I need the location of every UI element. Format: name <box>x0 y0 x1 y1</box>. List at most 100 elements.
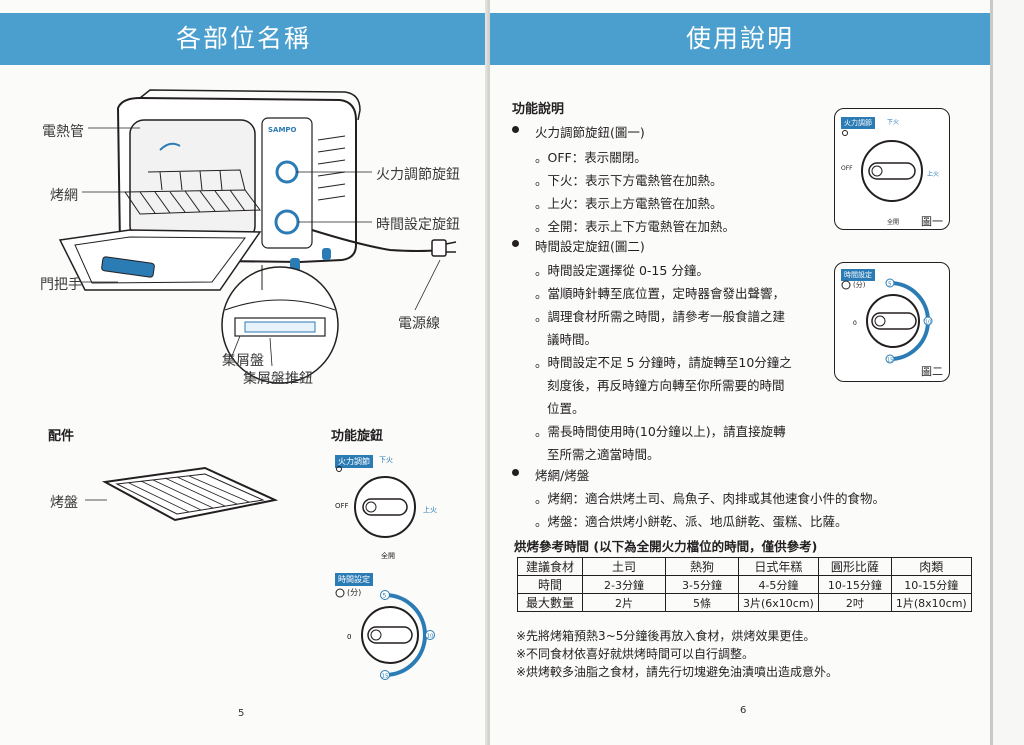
fire-knob-off-label: OFF <box>335 502 349 510</box>
label-timer-knob: 時間設定旋鈕 <box>376 217 460 233</box>
item-timer-end: 。當順時針轉至底位置，定時器會發出聲響， <box>535 286 786 301</box>
table-cell: 5條 <box>665 593 739 612</box>
fire-knob-figure-left: 火力調節 下火 OFF 上火 全開 <box>335 455 455 565</box>
table-header-cell: 日式年糕 <box>738 557 819 576</box>
figure-two-caption: 圖二 <box>921 365 943 378</box>
item-timer-short-cont1: 刻度後，再反時鐘方向轉至你所需要的時間 <box>547 378 785 393</box>
accessories-heading: 配件 <box>48 429 75 444</box>
timer-knob-dial: 0 5 10 15 <box>335 588 435 680</box>
fire-knob-lower-label: 下火 <box>379 456 393 464</box>
item-timer-short-cont2: 位置。 <box>547 401 585 416</box>
figure-two-box: 時間設定 (分) 0 5 10 15 圖二 <box>834 262 950 382</box>
book-gutter <box>485 0 493 745</box>
label-rack: 烤網 <box>50 188 78 204</box>
item-timer-recipe-cont: 議時間。 <box>547 332 598 347</box>
item-timer-range: 。時間設定選擇從 0-15 分鐘。 <box>535 263 709 278</box>
table-cell: 1片(8x10cm) <box>890 593 972 612</box>
table-row: 時間 2-3分鐘 3-5分鐘 4-5分鐘 10-15分鐘 10-15分鐘 <box>517 575 972 594</box>
figure-one-lower: 下火 <box>887 119 900 126</box>
table-header-cell: 土司 <box>582 557 666 576</box>
bullet-marker <box>512 469 519 476</box>
rack-grid <box>124 169 261 215</box>
timer-mark-5: 5 <box>383 593 387 600</box>
timer-knob-tag: 時間設定 <box>335 573 373 586</box>
item-timer-long-cont: 至所需之適當時間。 <box>547 447 660 462</box>
page-number-right: 6 <box>740 705 747 716</box>
figure-two-unit: (分) <box>853 281 866 289</box>
item-off: 。OFF：表示關閉。 <box>535 150 647 165</box>
right-page: 使用說明 功能說明 火力調節旋鈕(圖一) 。OFF：表示關閉。 。下火：表示下方… <box>490 0 990 745</box>
label-crumb-tray: 集屑盤 <box>222 353 264 369</box>
table-header-row: 建議食材 土司 熱狗 日式年糕 圓形比薩 肉類 <box>517 557 972 576</box>
fire-knob-full-label: 全開 <box>381 552 395 560</box>
figure-one-tag: 火力調節 <box>841 117 875 129</box>
item-timer-knob: 時間設定旋鈕(圖二) <box>535 239 645 254</box>
figure-one-box: 火力調節 下火 OFF 上火 全開 圖一 <box>834 108 950 230</box>
left-banner-title: 各部位名稱 <box>0 13 487 65</box>
fig2-mark-15: 15 <box>887 358 893 364</box>
timer-mark-0: 0 <box>347 633 351 641</box>
item-timer-long: 。需長時間使用時(10分鐘以上)，請直接旋轉 <box>535 424 786 439</box>
note-adjust: ※不同食材依喜好就烘烤時間可以自行調整。 <box>516 647 755 661</box>
item-timer-recipe: 。調理食材所需之時間，請參考一般食譜之建 <box>535 309 786 324</box>
table-header-cell: 建議食材 <box>517 557 583 576</box>
table-cell: 時間 <box>517 575 583 594</box>
table-header-cell: 熱狗 <box>665 557 739 576</box>
item-lower: 。下火：表示下方電熱管在加熱。 <box>535 173 723 188</box>
table-cell: 2片 <box>582 593 666 612</box>
section-title: 功能說明 <box>512 102 565 117</box>
baking-reference-table: 建議食材 土司 熱狗 日式年糕 圓形比薩 肉類 時間 2-3分鐘 3-5分鐘 4… <box>517 557 972 612</box>
item-timer-short: 。時間設定不足 5 分鐘時，請旋轉至10分鐘之 <box>535 355 792 370</box>
baking-pan-illustration <box>85 466 279 522</box>
label-baking-pan: 烤盤 <box>50 495 78 511</box>
note-oily-food: ※烘烤較多油脂之食材，請先行切塊避免油漬噴出造成意外。 <box>516 665 839 679</box>
page-number-left: 5 <box>238 708 245 719</box>
timer-knob-figure-left: 時間設定 (分) 0 5 10 15 <box>335 573 455 688</box>
item-full: 。全開：表示上下方電熱管在加熱。 <box>535 219 736 234</box>
fig2-mark-0: 0 <box>853 320 857 327</box>
knobs-heading: 功能旋鈕 <box>331 429 384 444</box>
label-heating-tube: 電熱管 <box>42 124 84 140</box>
figure-one-dial <box>842 130 923 202</box>
timer-knob-unit: (分) <box>347 588 362 597</box>
item-upper: 。上火：表示上方電熱管在加熱。 <box>535 196 723 211</box>
item-fire-knob: 火力調節旋鈕(圖一) <box>535 125 645 140</box>
fire-knob-tag: 火力調節 <box>335 455 373 468</box>
toaster-oven-diagram: SAMPO <box>58 89 457 384</box>
brand-logo-text: SAMPO <box>268 126 297 134</box>
figure-two-tag: 時間設定 <box>841 269 875 281</box>
table-cell: 最大數量 <box>517 593 583 612</box>
table-title: 烘烤參考時間 (以下為全開火力檔位的時間，僅供參考) <box>514 539 818 554</box>
item-rack-pan: 烤網/烤盤 <box>535 468 590 483</box>
fig2-mark-5: 5 <box>888 282 892 288</box>
table-row: 最大數量 2片 5條 3片(6x10cm) 2吋 1片(8x10cm) <box>517 593 972 612</box>
label-fire-knob: 火力調節旋鈕 <box>376 167 460 183</box>
item-rack-use: 。烤網：適合烘烤土司、烏魚子、肉排或其他速食小件的食物。 <box>535 491 886 506</box>
fire-knob-upper-label: 上火 <box>423 506 437 514</box>
figure-one-upper: 上火 <box>927 171 940 178</box>
timer-mark-10: 10 <box>427 634 434 640</box>
figure-one-off: OFF <box>841 165 853 172</box>
table-header-cell: 肉類 <box>890 557 972 576</box>
label-power-cord: 電源線 <box>398 316 440 332</box>
page-edge <box>990 0 1024 745</box>
table-cell: 4-5分鐘 <box>738 575 819 594</box>
note-preheat: ※先將烤箱預熱3~5分鐘後再放入食材，烘烤效果更佳。 <box>516 629 816 643</box>
label-door-handle: 門把手 <box>40 277 82 293</box>
bullet-marker <box>512 126 519 133</box>
fire-knob-dial <box>336 466 416 538</box>
item-pan-use: 。烤盤：適合烘烤小餅乾、派、地瓜餅乾、蛋糕、比薩。 <box>535 514 848 529</box>
bullet-marker <box>512 240 519 247</box>
fig2-mark-10: 10 <box>925 320 931 326</box>
table-cell: 3-5分鐘 <box>665 575 739 594</box>
table-header-cell: 圓形比薩 <box>817 557 892 576</box>
table-cell: 10-15分鐘 <box>890 575 972 594</box>
table-cell: 2-3分鐘 <box>582 575 666 594</box>
label-crumb-tray-button: 集屑盤推鈕 <box>243 371 313 387</box>
table-cell: 3片(6x10cm) <box>738 593 819 612</box>
table-cell: 2吋 <box>817 593 892 612</box>
table-cell: 10-15分鐘 <box>817 575 892 594</box>
left-page: 各部位名稱 SAMPO <box>0 0 487 745</box>
timer-mark-15: 15 <box>382 674 389 680</box>
right-banner-title: 使用說明 <box>490 13 990 65</box>
